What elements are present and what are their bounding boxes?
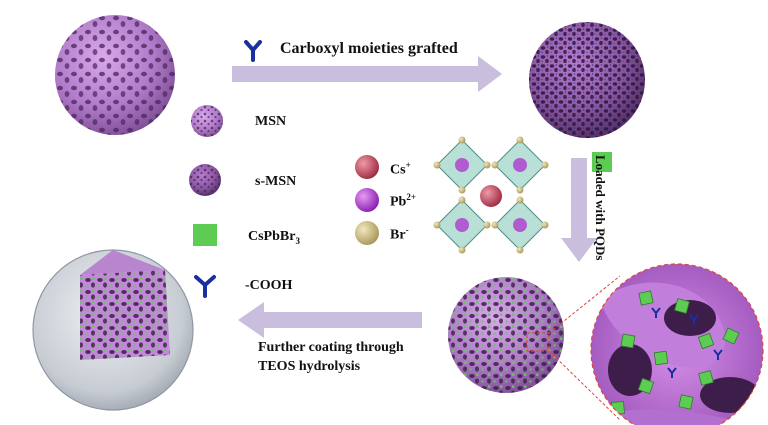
- legend-cspbbr3-icon: [193, 224, 217, 246]
- legend-cspbbr3-label: CsPbBr3: [248, 229, 300, 246]
- legend-msn-icon: [191, 105, 223, 137]
- zoom-line-bottom: [548, 350, 621, 421]
- br-ion-sphere: [355, 221, 379, 245]
- br-ion-label: Br-: [390, 225, 409, 244]
- pb-ion-sphere: [355, 188, 379, 212]
- br-sup: -: [405, 225, 409, 235]
- cs-base: Cs: [390, 162, 406, 178]
- legend-cooh-label: -COOH: [245, 278, 293, 293]
- smsn-sphere-large: [529, 22, 645, 138]
- legend-cooh-icon: [194, 275, 216, 298]
- zoom-line-top: [548, 275, 621, 334]
- loaded-sphere: [448, 277, 564, 393]
- carboxyl-icon: [244, 40, 262, 62]
- perovskite-structure: [433, 136, 549, 254]
- right-arrow-label: Loaded with PQDs: [593, 155, 608, 261]
- bottom-arrow: [238, 302, 422, 338]
- pb-ion-label: Pb2+: [390, 192, 416, 211]
- pb-base: Pb: [390, 194, 407, 210]
- br-base: Br: [390, 227, 406, 243]
- zoom-detail: [590, 263, 764, 425]
- legend-msn-label: MSN: [255, 114, 287, 129]
- cs-sup: +: [405, 160, 411, 170]
- cspbbr3-base: CsPbBr: [248, 229, 296, 244]
- cspbbr3-sub: 3: [295, 235, 300, 246]
- zoom-box: [526, 332, 550, 352]
- pb-sup: 2+: [406, 192, 416, 202]
- cs-ion-sphere: [355, 155, 379, 179]
- cs-ion-label: Cs+: [390, 160, 411, 179]
- legend-smsn-icon: [189, 164, 221, 196]
- bottom-arrow-label-line2: TEOS hydrolysis: [258, 359, 361, 374]
- top-arrow-label: Carboxyl moieties grafted: [280, 40, 458, 57]
- msn-sphere-large: [55, 15, 175, 135]
- bottom-arrow-label-line1: Further coating through: [258, 340, 404, 355]
- top-arrow: [232, 56, 502, 92]
- right-arrow: [561, 158, 597, 262]
- legend-smsn-label: s-MSN: [255, 174, 297, 189]
- coated-sphere: [32, 249, 194, 411]
- pqd-cube-icon: [592, 152, 612, 172]
